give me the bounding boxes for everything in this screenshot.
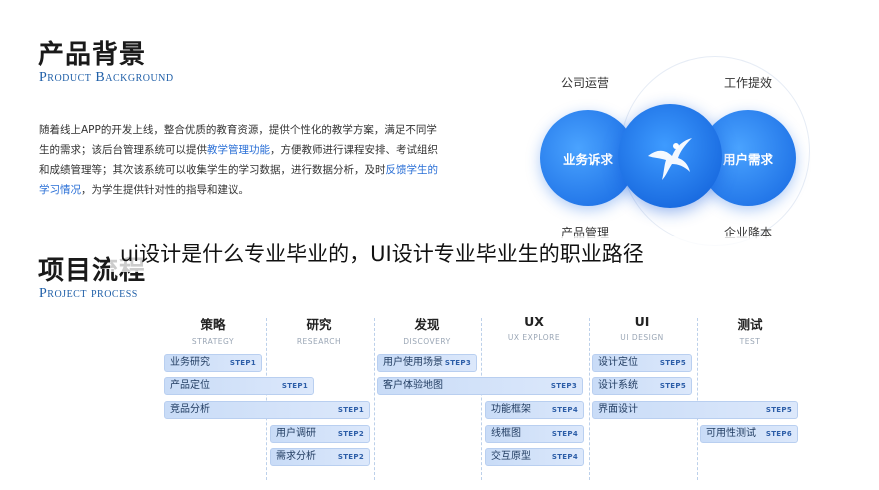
circle-center-logo <box>618 104 722 208</box>
caption-work-efficiency: 工作提效 <box>724 76 773 90</box>
dancing-figure-logo-icon <box>648 138 692 180</box>
background-title: 产品背景 <box>38 40 147 70</box>
highlight-feedback: 反馈学生的学习情况 <box>39 164 438 196</box>
overlay-caption: ui设计是什么专业毕业的，UI设计专业毕业生的职业路径 <box>110 236 775 272</box>
highlight-teaching-management: 教学管理功能 <box>207 144 270 156</box>
background-paragraph: 随着线上APP的开发上线，整合优质的教育资源，提供个性化的教学方案，满足不同学生… <box>39 124 438 196</box>
process-subtitle: Project process <box>39 286 138 301</box>
divider <box>481 318 482 480</box>
circle-business-demand: 业务诉求 <box>540 110 636 206</box>
divider <box>374 318 375 480</box>
divider <box>697 318 698 480</box>
background-subtitle: Product Background <box>39 70 174 85</box>
divider <box>266 318 267 480</box>
divider <box>589 318 590 480</box>
caption-company-operation: 公司运营 <box>561 76 610 90</box>
